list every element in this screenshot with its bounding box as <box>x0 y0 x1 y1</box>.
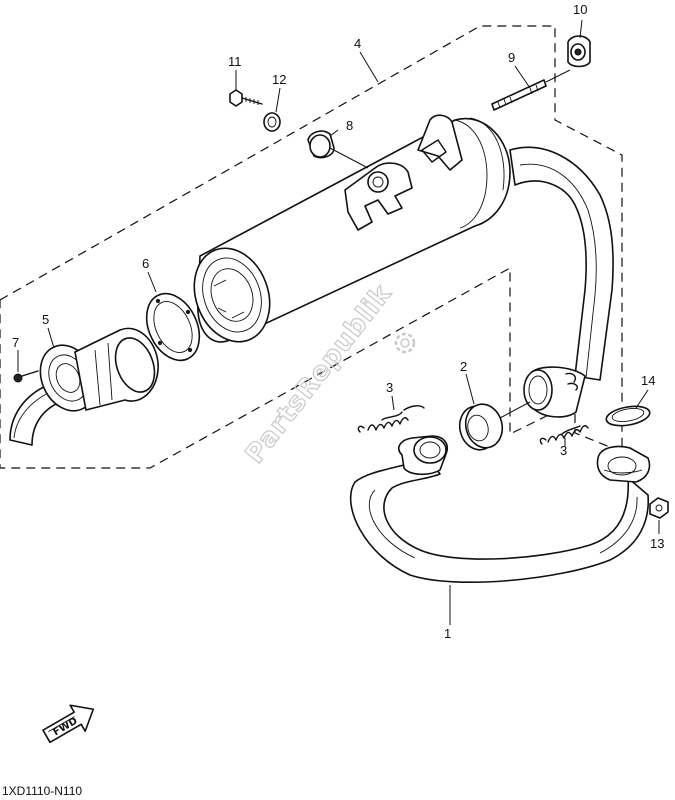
callout-13: 13 <box>650 536 664 551</box>
diagram-code: 1XD1110-N110 <box>2 784 82 798</box>
callout-4: 4 <box>354 36 361 51</box>
part-spring-3-right <box>539 425 589 445</box>
part-damper-8 <box>307 130 369 169</box>
leader-lines <box>17 19 660 625</box>
callout-9: 9 <box>508 50 515 65</box>
callout-10: 10 <box>573 2 587 17</box>
part-gasket-6 <box>145 292 201 362</box>
part-exhaust-pipe <box>349 435 651 584</box>
callout-11: 11 <box>228 54 242 69</box>
part-screw-7 <box>13 370 39 383</box>
callout-5: 5 <box>42 312 49 327</box>
part-gasket-14 <box>605 405 651 427</box>
part-muffler <box>193 114 614 418</box>
callout-3-right: 3 <box>560 443 567 458</box>
part-rubber-10 <box>567 35 591 68</box>
callout-2: 2 <box>460 359 467 374</box>
assembly-4-dashed-inner <box>0 266 576 469</box>
fwd-arrow-icon: FWD <box>42 704 95 744</box>
part-stud-9 <box>491 69 571 111</box>
part-collar-12 <box>263 112 281 132</box>
gear-watermark-icon <box>394 332 416 354</box>
callout-3-left: 3 <box>386 380 393 395</box>
part-gasket-2 <box>458 401 531 451</box>
part-spring-3-left <box>357 405 425 433</box>
part-bolt-11 <box>229 89 263 107</box>
part-nut-13 <box>649 497 669 519</box>
callout-1: 1 <box>444 626 451 641</box>
callout-labels: 1 2 3 3 4 5 6 7 8 9 10 11 12 13 14 <box>12 2 664 641</box>
callout-14: 14 <box>641 373 655 388</box>
callout-12: 12 <box>272 72 286 87</box>
callout-8: 8 <box>346 118 353 133</box>
callout-7: 7 <box>12 335 19 350</box>
part-end-cap <box>9 327 159 446</box>
callout-6: 6 <box>142 256 149 271</box>
